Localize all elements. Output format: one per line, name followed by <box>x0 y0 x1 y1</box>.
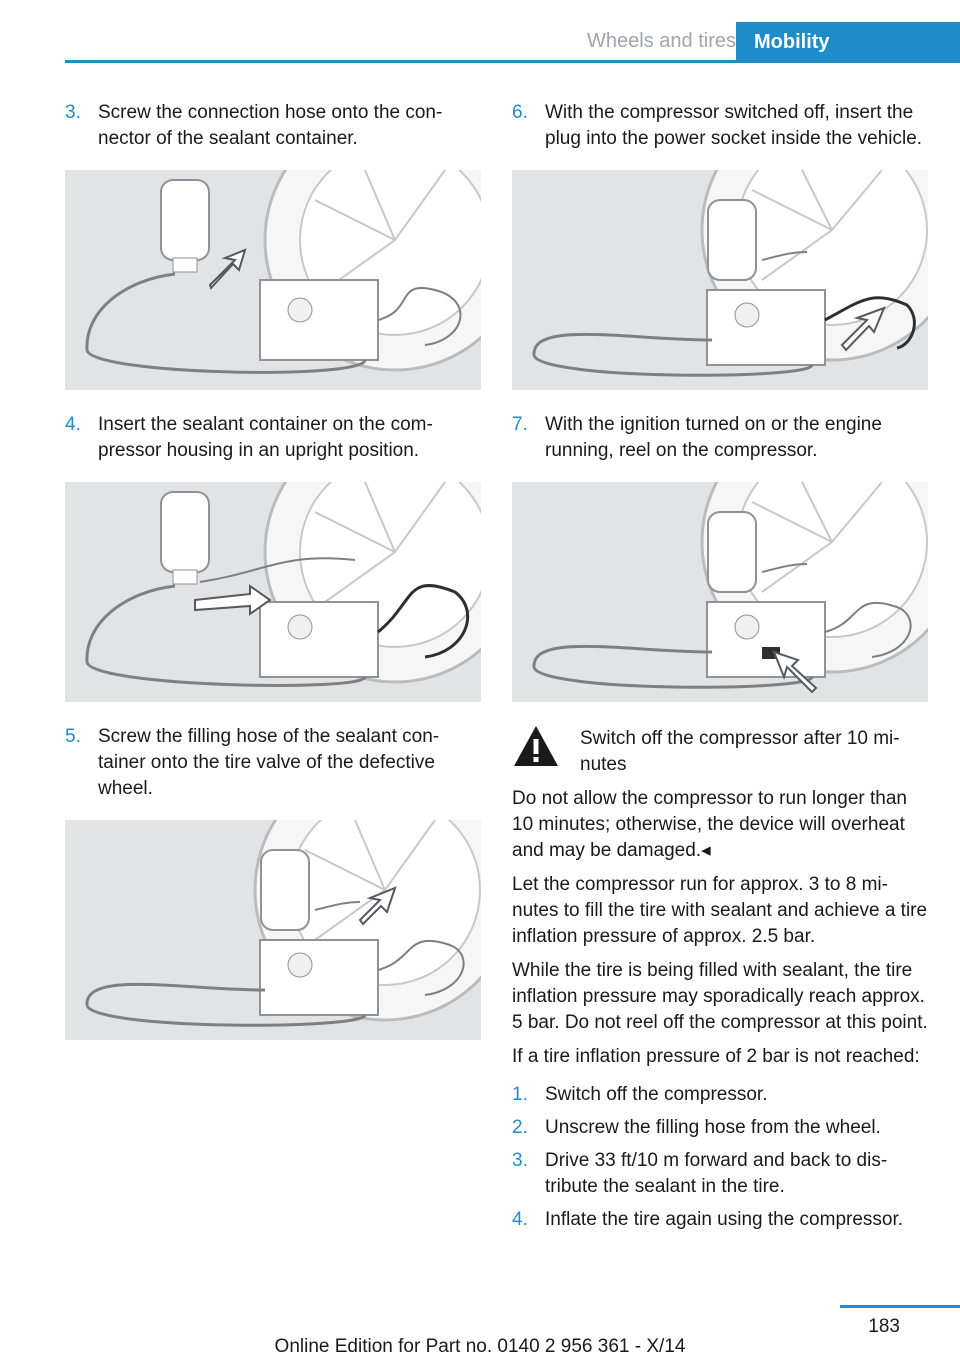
step-number: 4. <box>65 414 81 435</box>
list-item: 2. Unscrew the filling hose from the whe… <box>512 1115 928 1141</box>
figure-connect-hose <box>65 170 481 390</box>
footer-rule <box>840 1305 960 1308</box>
paragraph-pressure: While the tire is being filled with seal… <box>512 960 928 1033</box>
figure-power-socket <box>512 170 928 390</box>
step-text: With the ignition turned on or the engin… <box>545 414 882 461</box>
step-4: 4. Insert the sealant container on the c… <box>65 412 481 464</box>
step-text: With the compressor switched off, insert… <box>545 102 923 149</box>
step-number: 3. <box>65 102 81 123</box>
paragraph-run-time: Let the compressor run for approx. 3 to … <box>512 874 928 947</box>
header-rule <box>65 60 960 63</box>
step-7: 7. With the ignition turned on or the en… <box>512 412 928 464</box>
step-text: Screw the connection hose onto the con‐n… <box>98 102 443 149</box>
list-item: 1. Switch off the compressor. <box>512 1082 928 1108</box>
list-item-text: Inflate the tire again using the compres… <box>545 1209 904 1230</box>
step-5: 5. Screw the filling hose of the sealant… <box>65 724 481 802</box>
warning-body: Do not allow the compressor to run longe… <box>512 788 907 861</box>
paragraph-not-reached: If a tire inflation pressure of 2 bar is… <box>512 1046 920 1067</box>
list-item-number: 2. <box>512 1117 528 1138</box>
step-3: 3. Screw the connection hose onto the co… <box>65 100 481 152</box>
step-text: Screw the filling hose of the sealant co… <box>98 726 440 799</box>
list-item-number: 1. <box>512 1084 528 1105</box>
list-item-text: Drive 33 ft/10 m forward and back to dis… <box>545 1150 888 1197</box>
step-number: 6. <box>512 102 528 123</box>
warning-notice: Switch off the compressor after 10 mi‐nu… <box>512 724 928 778</box>
list-item-text: Unscrew the filling hose from the wheel. <box>545 1117 881 1138</box>
left-column: 3. Screw the connection hose onto the co… <box>65 100 481 1062</box>
header-section: Wheels and tires <box>587 30 736 52</box>
figure-insert-container <box>65 482 481 702</box>
warning-triangle-icon <box>514 726 558 766</box>
list-item-text: Switch off the compressor. <box>545 1084 768 1105</box>
list-item-number: 3. <box>512 1150 528 1171</box>
sublist: 1. Switch off the compressor. 2. Unscrew… <box>512 1082 928 1233</box>
figure-filling-hose <box>65 820 481 1040</box>
step-number: 7. <box>512 414 528 435</box>
list-item: 4. Inflate the tire again using the comp… <box>512 1207 928 1233</box>
step-text: Insert the sealant container on the com‐… <box>98 414 433 461</box>
list-item-number: 4. <box>512 1209 528 1230</box>
warning-title: Switch off the compressor after 10 mi‐nu… <box>580 728 900 775</box>
figure-compressor-on <box>512 482 928 702</box>
step-6: 6. With the compressor switched off, ins… <box>512 100 928 152</box>
step-number: 5. <box>65 726 81 747</box>
edition-footer: Online Edition for Part no. 0140 2 956 3… <box>274 1336 686 1357</box>
right-column: 6. With the compressor switched off, ins… <box>512 100 928 1240</box>
list-item: 3. Drive 33 ft/10 m forward and back to … <box>512 1148 928 1200</box>
page-number: 183 <box>868 1316 900 1337</box>
header-chapter-tab: Mobility <box>736 22 960 60</box>
